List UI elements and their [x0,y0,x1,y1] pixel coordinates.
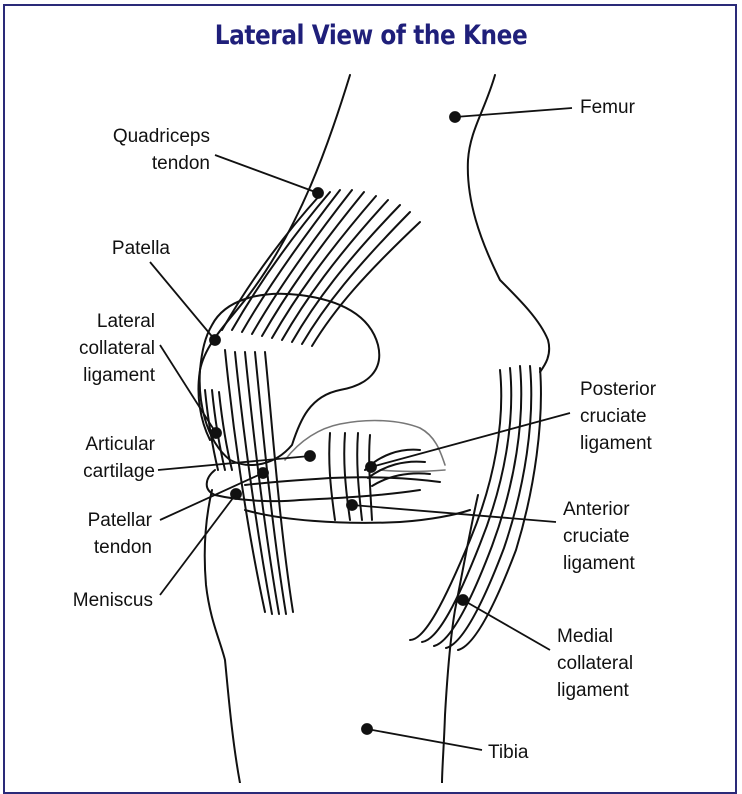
label-tibia: Tibia [488,740,528,766]
label-lateral-line2: collateral [40,336,155,362]
label-patella: Patella [60,236,170,262]
label-patellar-line2: tendon [40,535,152,561]
label-anterior-line3: ligament [563,551,635,577]
label-medial-line2: collateral [557,651,633,677]
label-quadriceps-line1: Quadriceps [60,124,210,150]
label-posterior-line3: ligament [580,431,652,457]
label-anterior-line1: Anterior [563,497,630,523]
label-posterior-line1: Posterior [580,377,656,403]
label-lateral-line1: Lateral [40,309,155,335]
label-meniscus: Meniscus [40,588,153,614]
patella-shape [200,294,380,465]
label-quadriceps-line2: tendon [60,151,210,177]
label-posterior-line2: cruciate [580,404,647,430]
label-medial-line3: ligament [557,678,629,704]
label-patellar-line1: Patellar [40,508,152,534]
tibia-outline-left [205,490,240,783]
label-articular-line2: cartilage [40,459,155,485]
label-lateral-line3: ligament [40,363,155,389]
femur-outline-right [468,75,549,372]
label-articular-line1: Articular [40,432,155,458]
label-anterior-line2: cruciate [563,524,630,550]
label-medial-line1: Medial [557,624,613,650]
label-femur: Femur [580,95,635,121]
